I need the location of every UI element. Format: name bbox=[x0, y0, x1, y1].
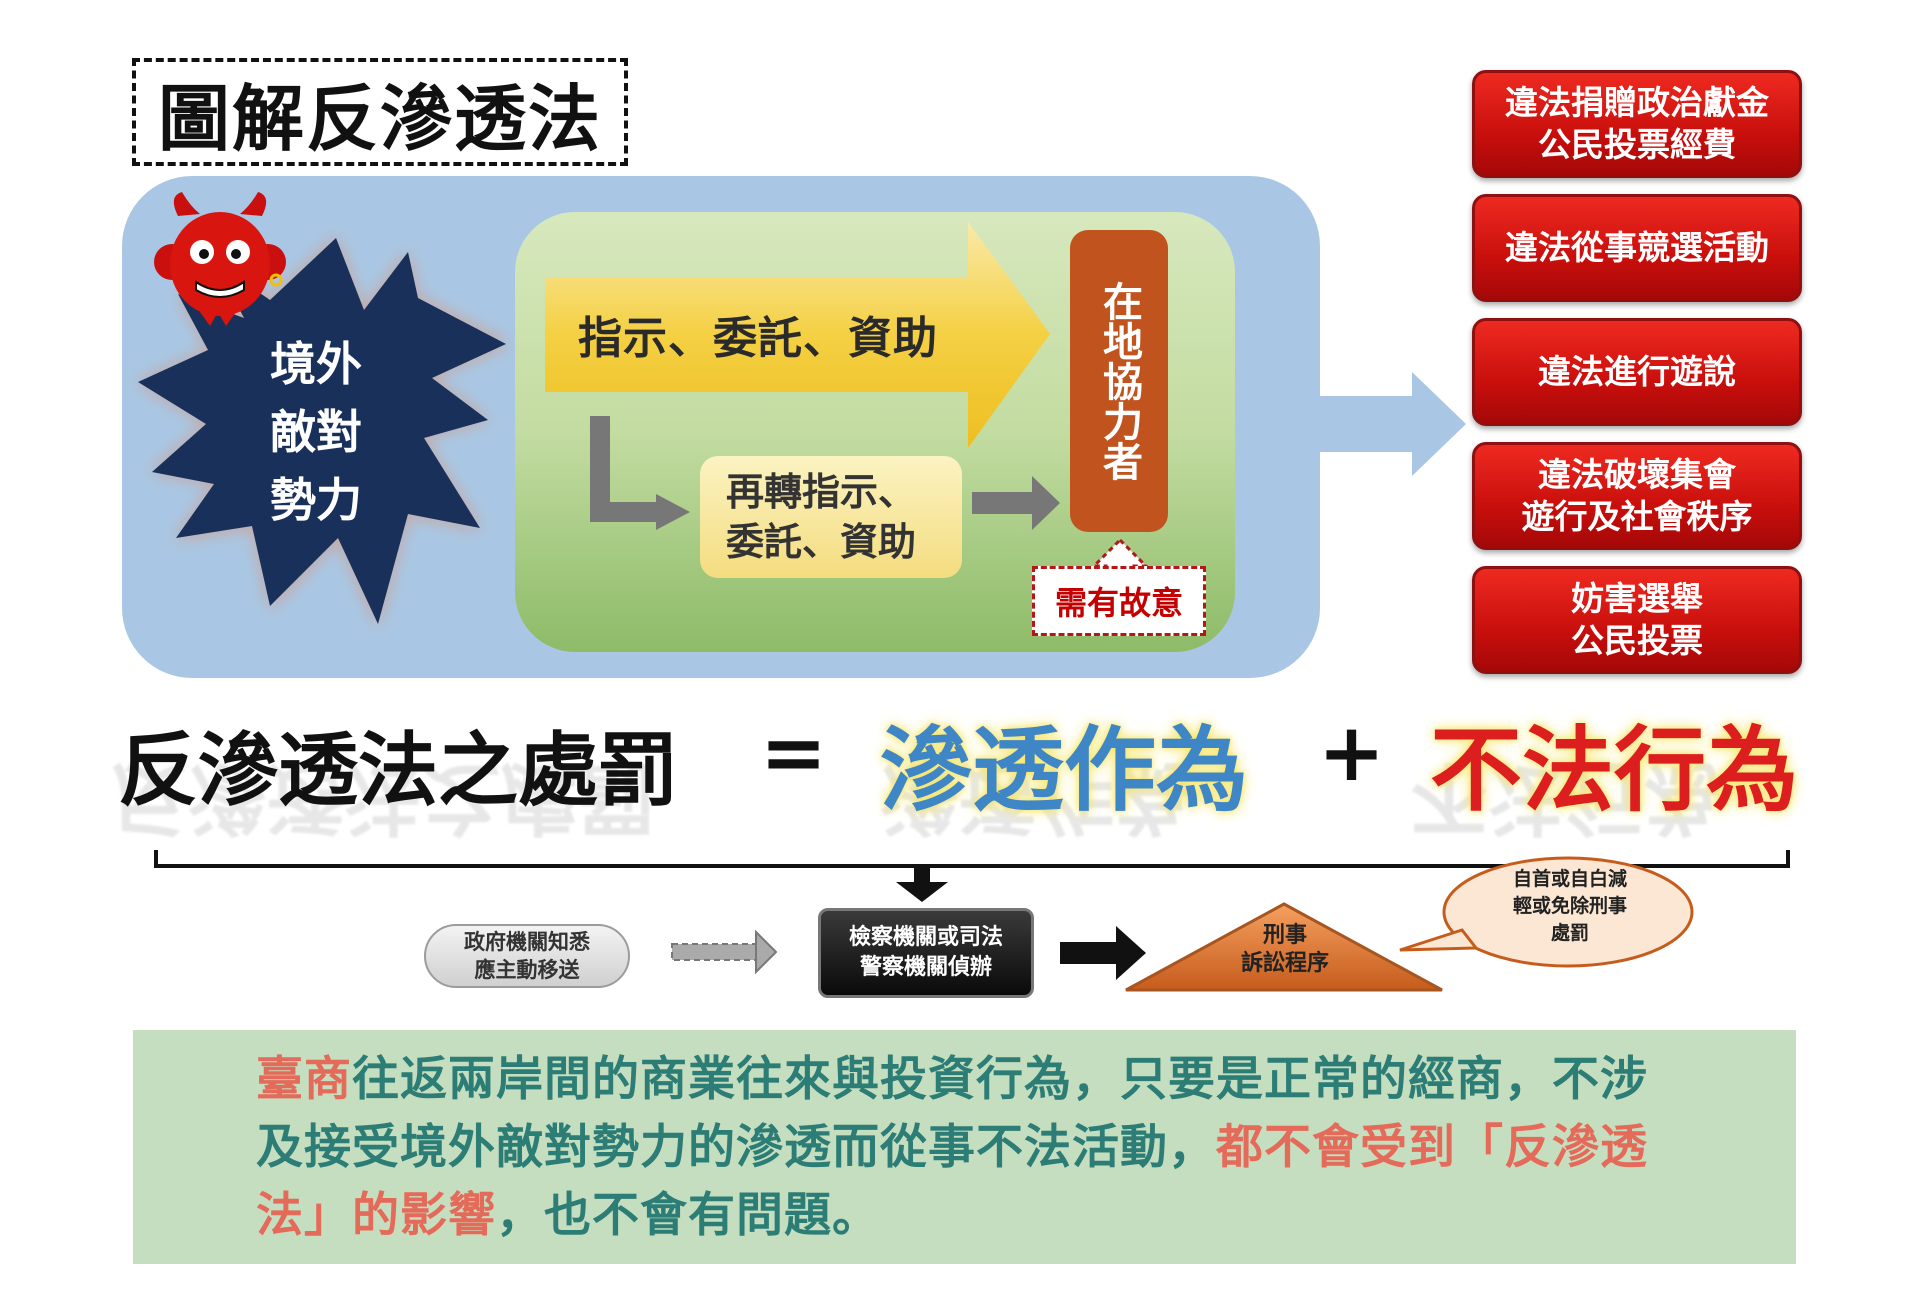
collaborator-box: 在地協力者 bbox=[1070, 230, 1168, 532]
source-label: 境外 敵對 勢力 bbox=[270, 330, 400, 534]
illegal-act-box: 違法從事競選活動 bbox=[1472, 194, 1802, 302]
dashed-right-arrow-icon bbox=[671, 929, 778, 975]
equation-equals: = bbox=[760, 706, 828, 799]
short-right-arrow-icon bbox=[972, 476, 1060, 530]
note-segment: ，也不會有問題。 bbox=[496, 1188, 880, 1243]
note-segment: 往返兩岸間的商業往來與投資行為，只要是正常的經商，不涉及接受境外敵對勢力的滲透而… bbox=[256, 1052, 1648, 1175]
illegal-act-label: 違法捐贈政治獻金 公民投票經費 bbox=[1505, 83, 1769, 164]
starburst-shape bbox=[136, 236, 510, 628]
page-title: 圖解反滲透法 bbox=[132, 58, 628, 166]
equation-penalty: 反滲透法之處罰 bbox=[118, 724, 678, 817]
main-arrow-label: 指示、委託、資助 bbox=[578, 313, 938, 364]
criminal-procedure-label: 刑事 訴訟程序 bbox=[1240, 923, 1329, 976]
intent-box: 需有故意 bbox=[1032, 566, 1206, 636]
equation-plus: + bbox=[1318, 706, 1386, 799]
investigation-label: 檢察機關或司法 警察機關偵辦 bbox=[848, 925, 1003, 980]
illegal-act-box: 違法破壞集會 遊行及社會秩序 bbox=[1472, 442, 1802, 550]
illegal-act-label: 違法破壞集會 遊行及社會秩序 bbox=[1521, 455, 1753, 536]
equation-illegal: 不法行為 bbox=[1430, 717, 1799, 824]
illegal-act-label: 違法進行遊說 bbox=[1538, 352, 1736, 391]
collaborator-label: 在地協力者 bbox=[1096, 281, 1142, 481]
speech-bubble-shape bbox=[1399, 856, 1694, 968]
illegal-act-box: 妨害選舉 公民投票 bbox=[1472, 566, 1802, 674]
illegal-act-label: 妨害選舉 公民投票 bbox=[1571, 579, 1703, 660]
leniency-label: 自首或自白減 輕或免除刑事 處罰 bbox=[1512, 868, 1627, 944]
devil-mascot-icon bbox=[154, 192, 286, 326]
investigation-box: 檢察機關或司法 警察機關偵辦 bbox=[818, 908, 1034, 998]
bracket-shape bbox=[154, 850, 1790, 902]
big-right-arrow-icon bbox=[1318, 372, 1466, 476]
source-line: 境外 bbox=[270, 337, 362, 391]
note-text: 臺商往返兩岸間的商業往來與投資行為，只要是正常的經商，不涉及接受境外敵對勢力的滲… bbox=[256, 1046, 1676, 1250]
source-line: 敵對 bbox=[270, 405, 362, 459]
gov-report-pill: 政府機關知悉 應主動移送 bbox=[424, 924, 630, 988]
illegal-act-box: 違法進行遊說 bbox=[1472, 318, 1802, 426]
source-line: 勢力 bbox=[270, 473, 362, 527]
elbow-arrow-icon bbox=[590, 416, 690, 530]
main-arrow-icon bbox=[545, 222, 1050, 448]
secondary-instruction-label: 再轉指示、 委託、資助 bbox=[726, 470, 917, 564]
illegal-act-label: 違法從事競選活動 bbox=[1505, 228, 1769, 267]
secondary-instruction-box: 再轉指示、 委託、資助 bbox=[700, 456, 962, 578]
note-highlight: 臺商 bbox=[256, 1052, 352, 1107]
black-right-arrow-icon bbox=[1060, 926, 1146, 980]
note-box bbox=[133, 1030, 1796, 1264]
triangle-shape bbox=[1125, 902, 1443, 992]
equation-infiltration: 滲透作為 bbox=[880, 717, 1249, 824]
illegal-act-box: 違法捐贈政治獻金 公民投票經費 bbox=[1472, 70, 1802, 178]
gov-report-label: 政府機關知悉 應主動移送 bbox=[464, 930, 590, 982]
note-highlight: 都不會受到「反滲透法」的影響 bbox=[256, 1120, 1648, 1243]
